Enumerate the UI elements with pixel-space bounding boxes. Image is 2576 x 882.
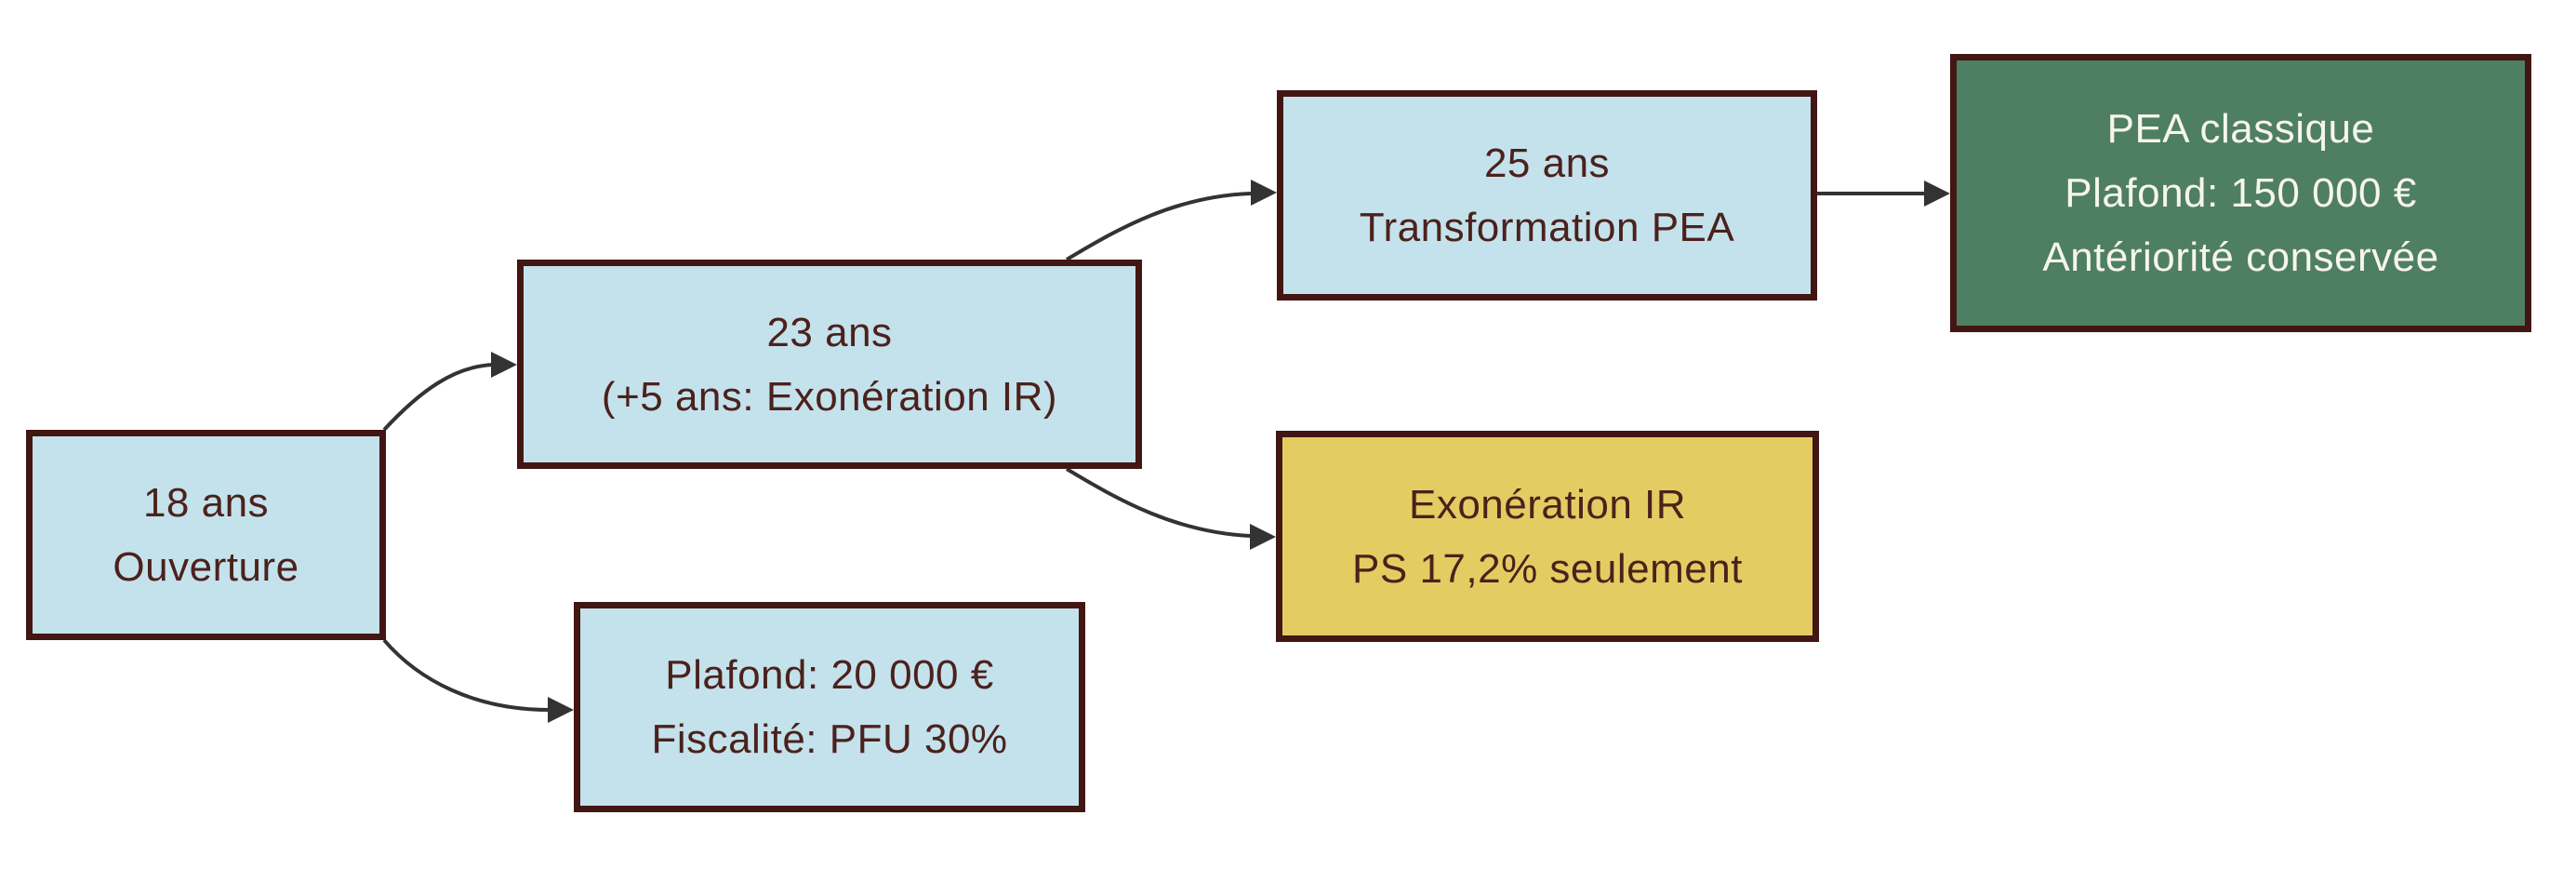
- node-line: 18 ans: [142, 480, 270, 526]
- node-line: (+5 ans: Exonération IR): [601, 373, 1058, 420]
- node-line: Transformation PEA: [1359, 205, 1735, 250]
- node-line: PEA classique: [2106, 106, 2375, 152]
- node-plafond-fiscalite: Plafond: 20 000 € Fiscalité: PFU 30%: [574, 602, 1085, 812]
- node-25-ans-transformation-pea: 25 ans Transformation PEA: [1277, 90, 1817, 301]
- node-line: Plafond: 20 000 €: [665, 652, 994, 698]
- arrow-18ans-to-plafond: [382, 638, 574, 723]
- arrow-18ans-to-23ans: [382, 352, 517, 432]
- node-line: PS 17,2% seulement: [1352, 545, 1743, 592]
- arrow-23ans-to-25ans: [1065, 180, 1277, 261]
- node-pea-classique: PEA classique Plafond: 150 000 € Antério…: [1950, 54, 2531, 332]
- node-line: 25 ans: [1483, 140, 1611, 186]
- node-line: Ouverture: [113, 544, 299, 590]
- node-line: Fiscalité: PFU 30%: [651, 716, 1008, 762]
- node-exoneration-ir-ps: Exonération IR PS 17,2% seulement: [1276, 431, 1819, 642]
- node-line: Exonération IR: [1408, 481, 1687, 528]
- node-18-ans-ouverture: 18 ans Ouverture: [26, 430, 386, 640]
- node-line: Plafond: 150 000 €: [2065, 170, 2417, 216]
- node-line: 23 ans: [766, 309, 893, 355]
- arrow-25ans-to-pea-classique: [1817, 180, 1950, 207]
- arrow-23ans-to-exoneration: [1065, 467, 1276, 550]
- node-23-ans-exoneration-ir: 23 ans (+5 ans: Exonération IR): [517, 260, 1142, 469]
- node-line: Antériorité conservée: [2042, 234, 2439, 280]
